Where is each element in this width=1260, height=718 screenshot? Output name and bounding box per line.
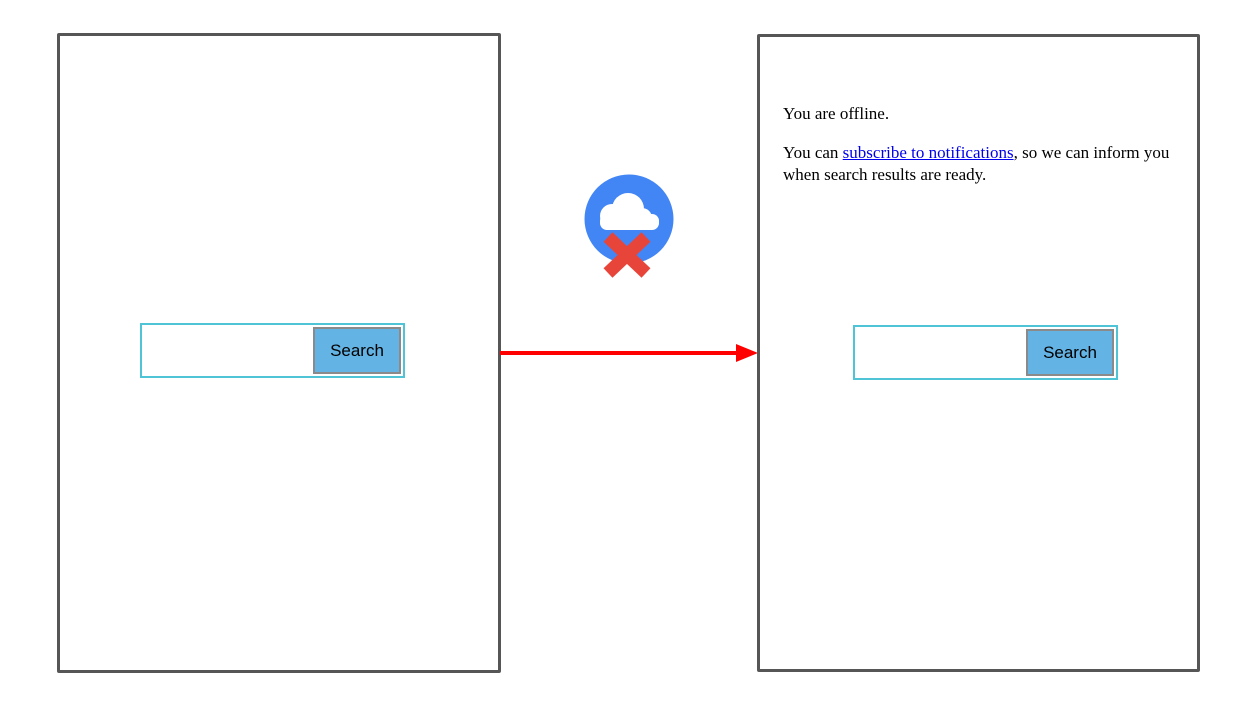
search-button[interactable]: Search bbox=[313, 327, 401, 374]
left-search-bar: Search bbox=[140, 323, 405, 378]
left-browser-frame: Search bbox=[57, 33, 501, 673]
search-input[interactable] bbox=[144, 327, 313, 374]
right-search-bar: Search bbox=[853, 325, 1118, 380]
offline-message: You are offline. You can subscribe to no… bbox=[783, 103, 1187, 203]
red-right-arrow-icon bbox=[500, 344, 758, 362]
subscribe-to-notifications-link[interactable]: subscribe to notifications bbox=[842, 143, 1014, 162]
right-browser-frame: You are offline. You can subscribe to no… bbox=[757, 34, 1200, 672]
cloud-offline-with-x-icon bbox=[584, 174, 674, 278]
notification-offer-text: You can subscribe to notifications, so w… bbox=[783, 142, 1187, 186]
search-button[interactable]: Search bbox=[1026, 329, 1114, 376]
offline-status-text: You are offline. bbox=[783, 104, 890, 123]
search-input[interactable] bbox=[857, 329, 1026, 376]
notify-text-after-link: , so we can inform you when search resul… bbox=[783, 143, 1170, 184]
notify-text-before-link: You can bbox=[783, 143, 843, 162]
